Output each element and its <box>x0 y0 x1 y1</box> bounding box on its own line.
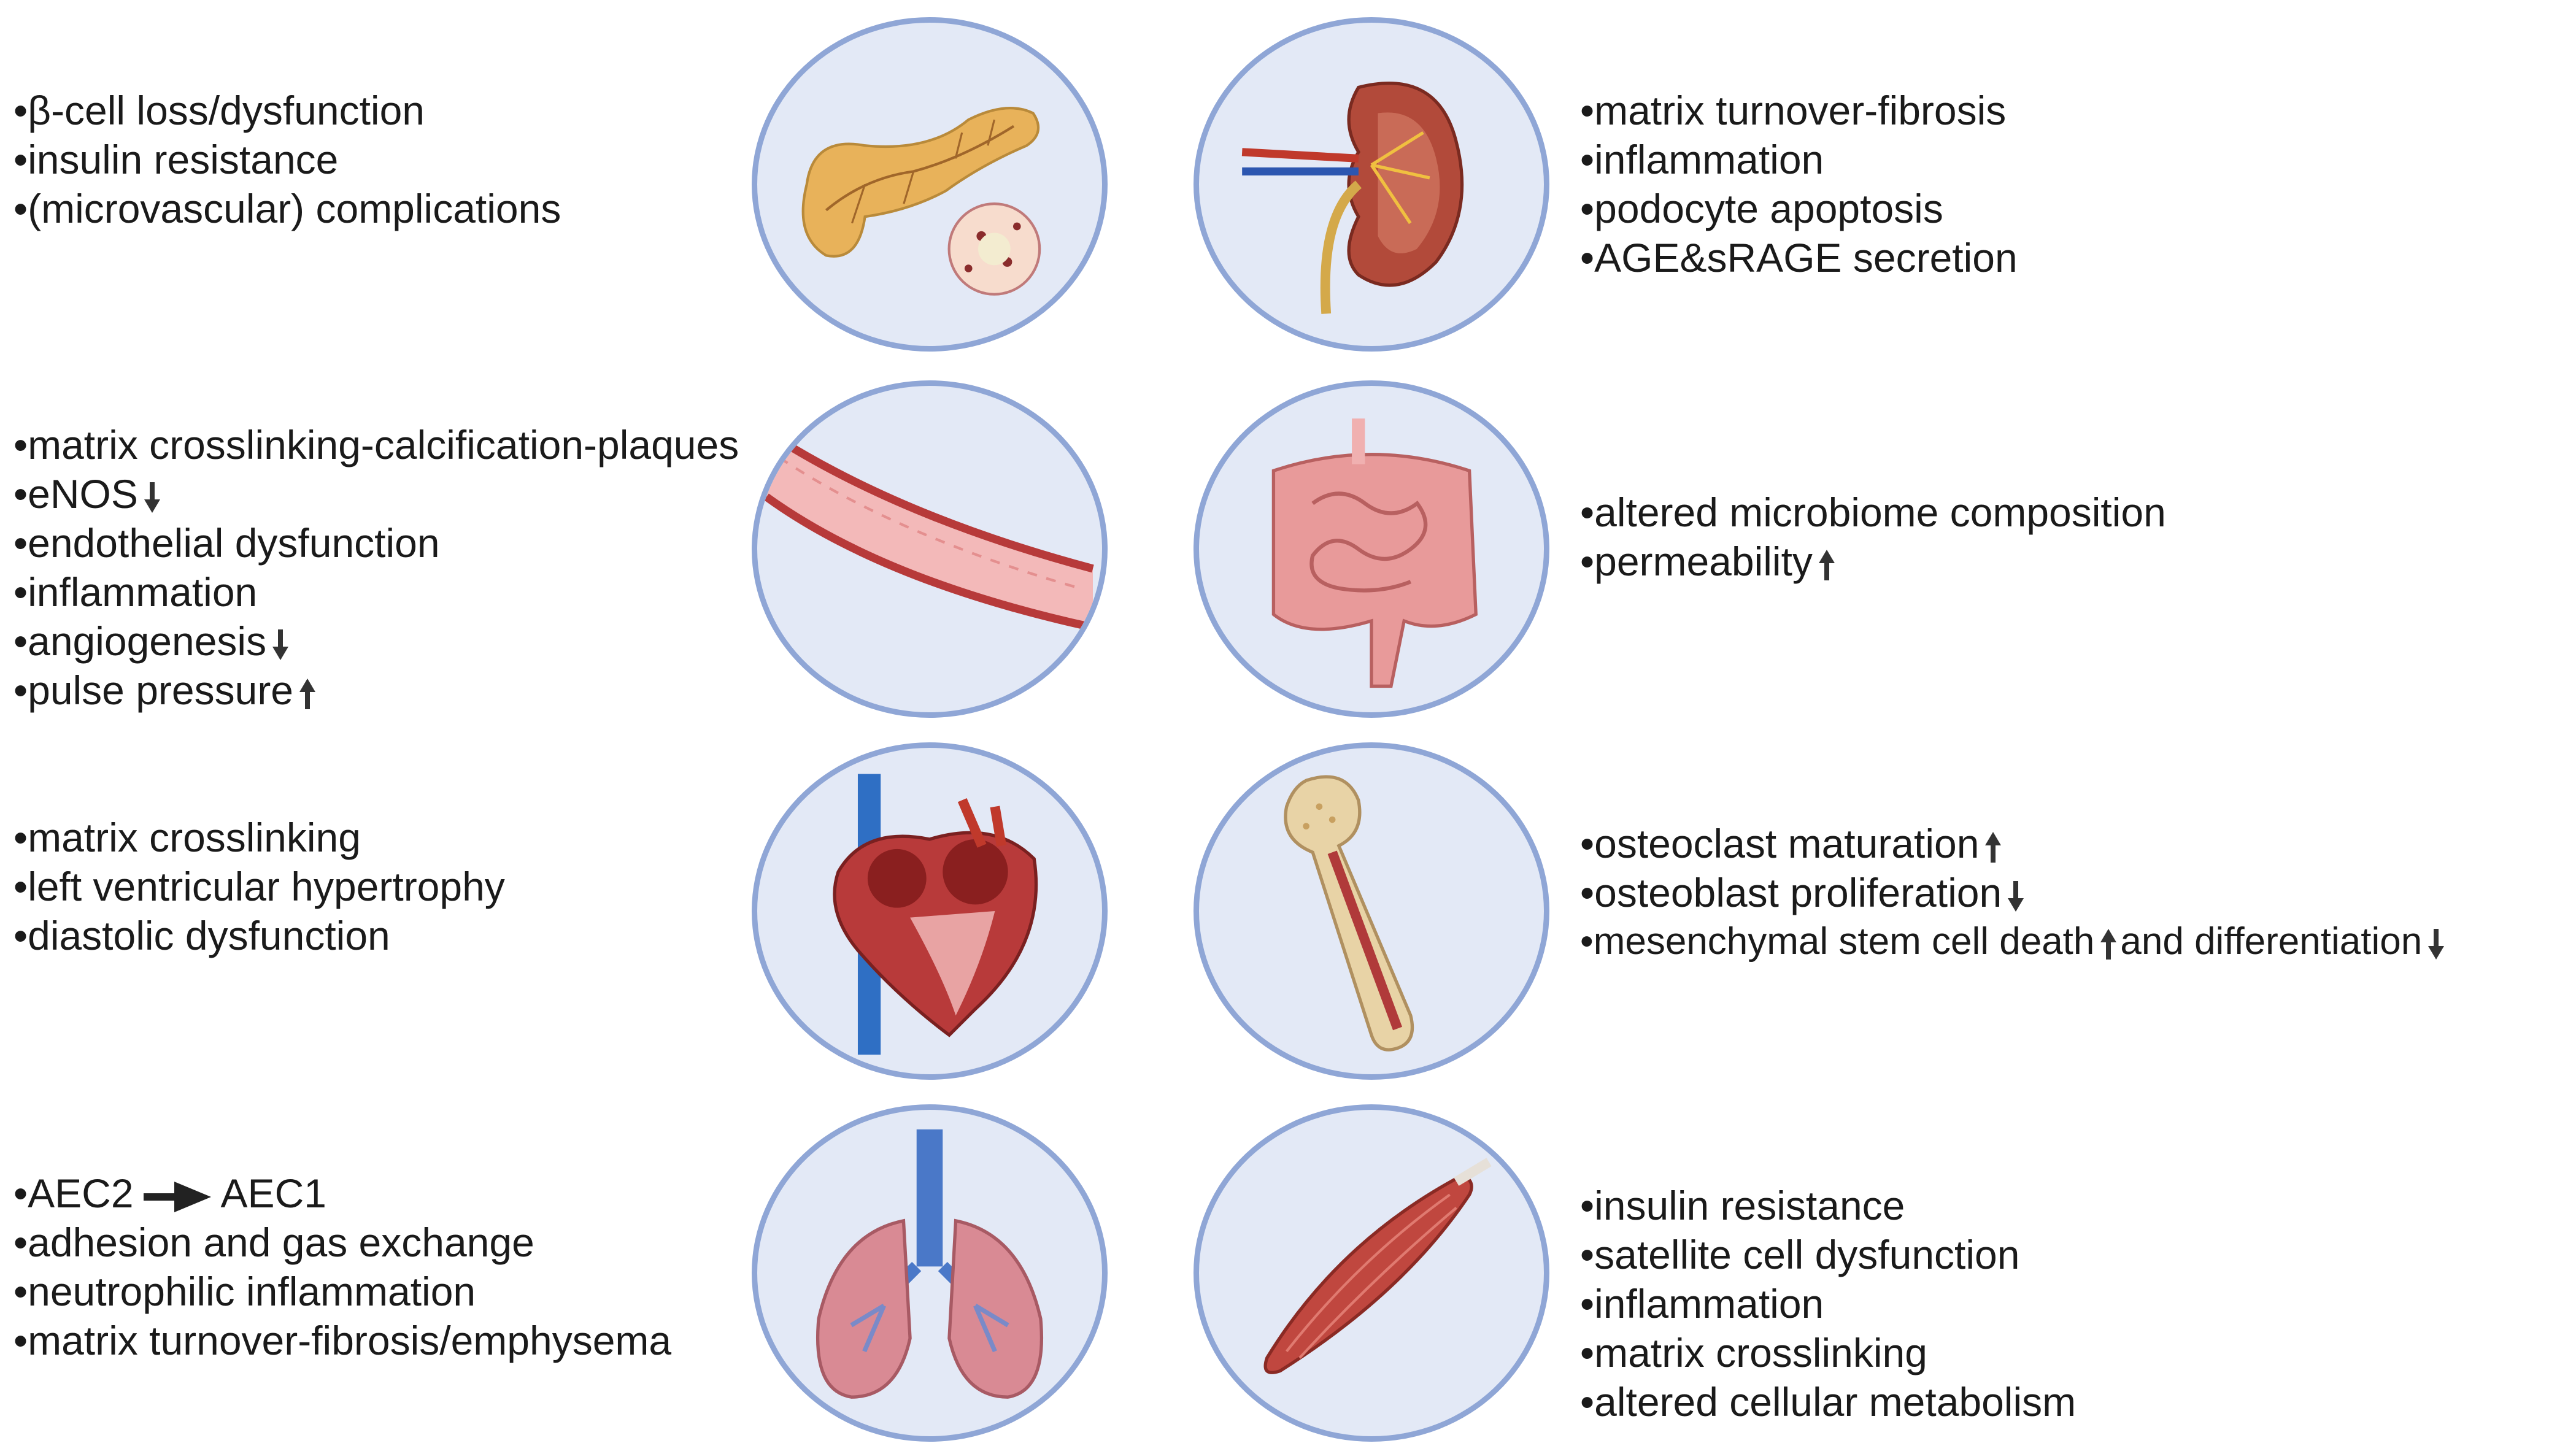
muscle-circle <box>1194 1104 1549 1442</box>
effect-text: •angiogenesis <box>13 618 267 664</box>
lungs-icon <box>816 1129 1044 1399</box>
lungs-effects: •AEC2 AEC1 •adhesion and gas exchange •ne… <box>13 1169 671 1365</box>
effect-line: •altered cellular metabolism <box>1580 1379 2077 1425</box>
effect-line: •diastolic dysfunction <box>13 913 390 958</box>
kidney-effects: •matrix turnover-fibrosis •inflammation … <box>1580 86 2018 282</box>
kidney-circle <box>1194 17 1549 352</box>
effect-line: •insulin resistance <box>13 137 339 182</box>
heart-icon <box>833 774 1038 1055</box>
effect-line: •insulin resistance <box>1580 1183 1905 1228</box>
effect-line: •angiogenesis <box>13 617 739 666</box>
heart-effects: •matrix crosslinking •left ventricular h… <box>13 813 505 960</box>
effect-line: •AEC2 AEC1 <box>13 1169 671 1218</box>
arrow-right-icon <box>143 1181 211 1212</box>
pancreas-icon <box>801 107 1041 296</box>
effect-line: •matrix crosslinking-calcification-plaqu… <box>13 422 739 467</box>
arrow-up-icon <box>299 678 316 709</box>
arrow-up-icon <box>1985 831 2002 863</box>
lungs-circle <box>752 1104 1108 1442</box>
effect-line: •endothelial dysfunction <box>13 520 440 566</box>
muscle-effects: •insulin resistance •satellite cell dysf… <box>1580 1181 2076 1426</box>
effect-line: •satellite cell dysfunction <box>1580 1232 2020 1277</box>
effect-line: •matrix turnover-fibrosis <box>1580 88 2007 133</box>
intestine-circle <box>1194 380 1549 718</box>
bone-circle <box>1194 742 1549 1080</box>
effect-line: •AGE&sRAGE secretion <box>1580 235 2018 280</box>
muscle-icon <box>1263 1158 1492 1374</box>
effect-line: •podocyte apoptosis <box>1580 186 1943 231</box>
effect-line: •matrix crosslinking <box>1580 1330 1927 1375</box>
pancreas-circle <box>752 17 1108 352</box>
effect-text: and differentiation <box>2120 920 2423 963</box>
effect-line: •matrix turnover-fibrosis/emphysema <box>13 1318 672 1363</box>
vessel-circle <box>752 380 1108 718</box>
effect-text: •pulse pressure <box>13 667 294 713</box>
effect-line: •osteoclast maturation <box>1580 819 2444 868</box>
bone-effects: •osteoclast maturation •osteoblast proli… <box>1580 819 2445 966</box>
pancreas-effects: •β-cell loss/dysfunction •insulin resist… <box>13 86 561 233</box>
effect-line: •matrix crosslinking <box>13 815 361 860</box>
effect-line: •adhesion and gas exchange <box>13 1220 534 1265</box>
effect-text: •osteoclast maturation <box>1580 821 1980 866</box>
arrow-down-icon <box>272 629 289 660</box>
effect-line: •(microvascular) complications <box>13 186 561 231</box>
intestine-icon <box>1271 418 1478 688</box>
arrow-down-icon <box>2428 928 2445 960</box>
effect-text: •permeability <box>1580 539 1813 584</box>
vessel-effects: •matrix crosslinking-calcification-plaqu… <box>13 420 739 715</box>
effect-text: •osteoblast proliferation <box>1580 870 2002 915</box>
effect-line: •pulse pressure <box>13 666 739 715</box>
arrow-up-icon <box>2100 928 2117 960</box>
blood-vessel-icon <box>764 428 1094 632</box>
bone-icon <box>1284 775 1414 1052</box>
effect-line: •left ventricular hypertrophy <box>13 864 505 909</box>
effect-line: •inflammation <box>1580 137 1824 182</box>
kidney-icon <box>1241 82 1464 314</box>
effect-line: •inflammation <box>13 569 258 615</box>
effect-text: AEC1 <box>220 1171 326 1216</box>
arrow-up-icon <box>1818 549 1835 580</box>
arrow-down-icon <box>2008 880 2024 912</box>
intestine-effects: •altered microbiome composition •permeab… <box>1580 488 2166 586</box>
heart-circle <box>752 742 1108 1080</box>
effect-line: •altered microbiome composition <box>1580 490 2166 535</box>
effect-line: •β-cell loss/dysfunction <box>13 88 425 133</box>
effect-line: •neutrophilic inflammation <box>13 1269 476 1314</box>
effect-line: •mesenchymal stem cell death and differen… <box>1580 917 2445 966</box>
effect-line: •eNOS <box>13 469 739 518</box>
arrow-down-icon <box>144 482 160 513</box>
effect-line: •permeability <box>1580 537 2166 586</box>
effect-line: •osteoblast proliferation <box>1580 868 2444 917</box>
effect-text: •eNOS <box>13 471 138 517</box>
effect-text: •AEC2 <box>13 1171 134 1216</box>
effect-text: •mesenchymal stem cell death <box>1580 920 2095 963</box>
effect-line: •inflammation <box>1580 1281 1824 1326</box>
